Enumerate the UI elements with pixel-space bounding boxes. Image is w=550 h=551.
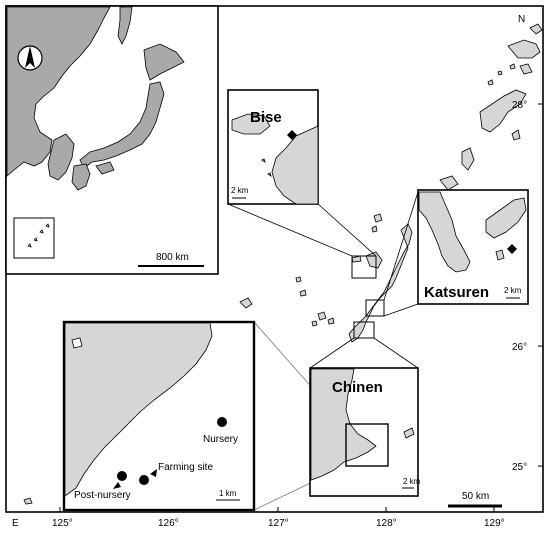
- bise-left-island: [231, 113, 271, 135]
- ie-island: [351, 255, 362, 263]
- bise-scale-label: 2 km: [231, 186, 249, 195]
- lon-label-129: 129°: [484, 518, 505, 529]
- kumejima: [239, 297, 253, 309]
- main-scale-bar: 50 km: [448, 491, 502, 508]
- tokara-islands: [487, 63, 516, 86]
- north-label: N: [518, 14, 525, 25]
- osumi-islands: [507, 23, 543, 75]
- main-scale-label: 50 km: [462, 491, 489, 502]
- detail-scale-label: 1 km: [219, 489, 237, 498]
- chinen-inset: Chinen 2 km: [309, 367, 421, 497]
- lat-label-26: 26°: [512, 342, 527, 353]
- latitude-axis: 28° 26° 25°: [512, 100, 543, 473]
- farming-site-label: Farming site: [158, 462, 213, 473]
- kyushu: [71, 163, 91, 191]
- katsuren-site-marker: [507, 244, 517, 254]
- bise-site-marker: [287, 130, 297, 140]
- kerama-islands: [311, 311, 335, 327]
- aguni: [299, 289, 307, 297]
- chinen-mainland: [310, 368, 377, 481]
- kikai: [511, 129, 521, 141]
- amami-oshima: [479, 89, 527, 133]
- chinen-scale-label: 2 km: [403, 477, 421, 486]
- korean-peninsula: [47, 133, 75, 181]
- bise-locator-box: [351, 255, 377, 279]
- overview-scale-label: 800 km: [156, 252, 189, 263]
- overview-ryukyu-arc: [27, 223, 50, 248]
- katsuren-locator-box: [365, 299, 385, 317]
- okinawa-island: [348, 223, 413, 343]
- shikoku: [95, 161, 115, 175]
- katsuren-scale-label: 2 km: [504, 286, 522, 295]
- east-label: E: [12, 518, 19, 529]
- sakhalin: [117, 6, 133, 45]
- farming-site-arrow-icon: [150, 469, 157, 477]
- okinoerabu: [439, 175, 459, 191]
- lon-label-126: 126°: [158, 518, 179, 529]
- chinen-title: Chinen: [332, 379, 383, 396]
- post-nursery-label: Post-nursery: [74, 490, 131, 501]
- lat-label-28: 28°: [512, 100, 527, 111]
- katsuren-islet: [495, 249, 505, 261]
- katsuren-peninsula: [418, 191, 471, 273]
- lon-label-128: 128°: [376, 518, 397, 529]
- bise-islets: [261, 158, 272, 177]
- post-nursery-arrow-icon: [113, 482, 121, 489]
- lon-label-127: 127°: [268, 518, 289, 529]
- katsuren-right-island: [485, 197, 527, 239]
- compass-arrow-icon: [17, 45, 43, 71]
- katsuren-title: Katsuren: [424, 284, 489, 301]
- ryukyu-islands: [23, 23, 543, 505]
- lon-label-125: 125°: [52, 518, 73, 529]
- farming-site-marker: [139, 475, 149, 485]
- western-islet: [23, 497, 33, 505]
- chinen-detail-box: [345, 423, 389, 467]
- bise-mainland: [271, 125, 319, 205]
- tonaki: [295, 276, 302, 283]
- tokunoshima: [461, 147, 475, 171]
- detail-inset: Nursery Farming site Post-nursery 1 km: [62, 320, 256, 512]
- lat-label-25: 25°: [512, 462, 527, 473]
- honshu: [79, 81, 165, 169]
- katsuren-inset: Katsuren 2 km: [417, 189, 529, 305]
- hokkaido: [143, 43, 185, 81]
- detail-coast: [64, 322, 213, 497]
- bise-title: Bise: [250, 109, 282, 126]
- detail-islet: [71, 337, 83, 349]
- chinen-island-kudaka: [403, 427, 415, 439]
- overview-map: 800 km: [5, 5, 219, 275]
- iheya: [373, 213, 383, 223]
- chinen-locator-box: [353, 321, 375, 339]
- nursery-marker: [217, 417, 227, 427]
- bise-inset: Bise 2 km: [227, 89, 319, 205]
- nursery-label: Nursery: [203, 434, 238, 445]
- izena: [371, 225, 378, 233]
- post-nursery-marker: [117, 471, 127, 481]
